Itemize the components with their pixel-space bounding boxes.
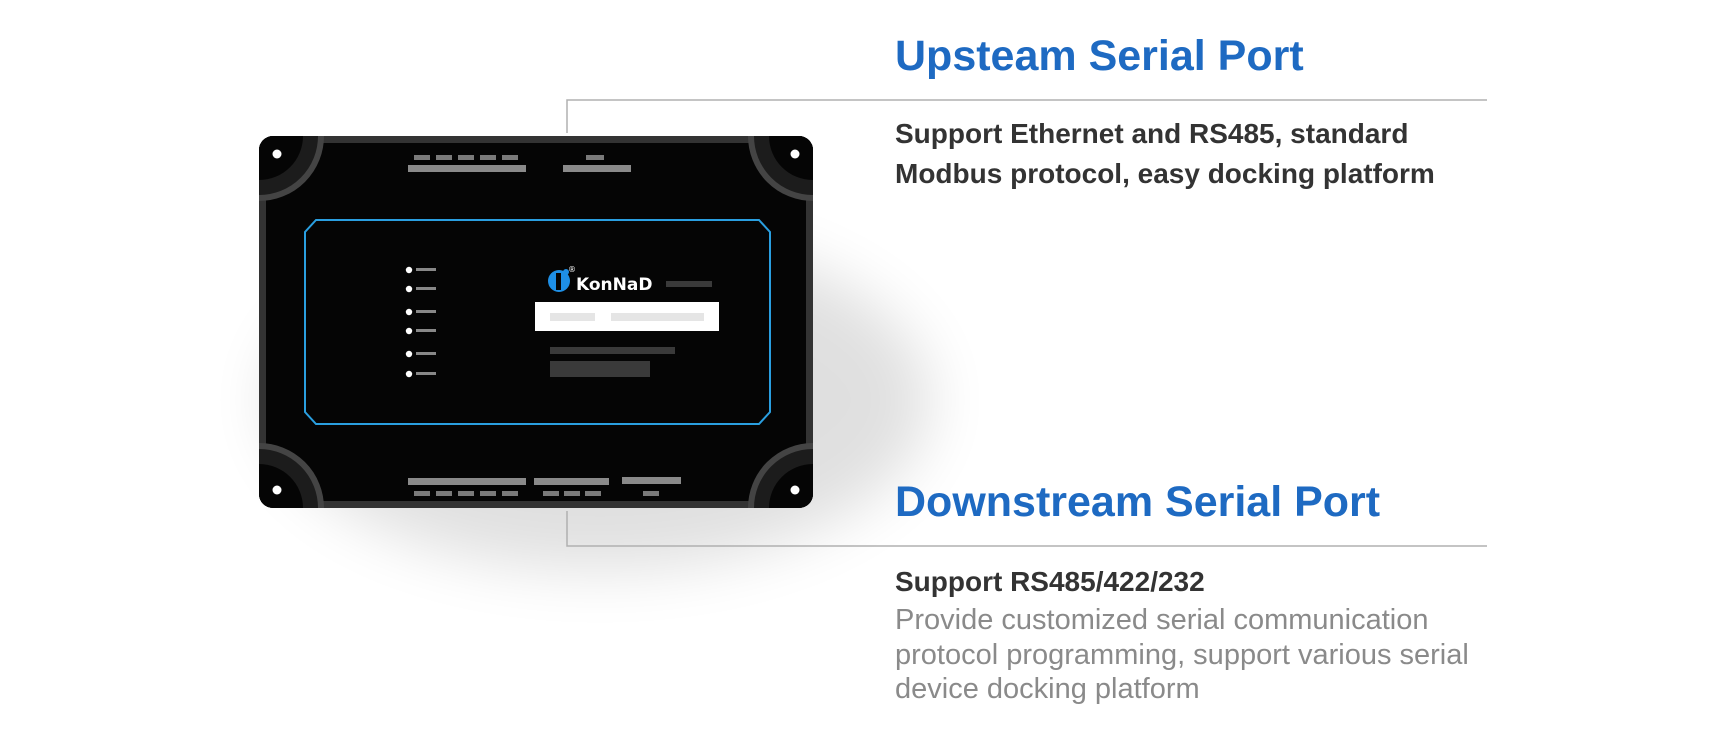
upstream-subtitle-line-1: Support Ethernet and RS485, standard [895, 118, 1409, 149]
downstream-title: Downstream Serial Port [895, 478, 1381, 526]
device-frame [259, 136, 813, 508]
screw-hole-icon [790, 485, 800, 495]
downstream-description-line-3: device docking platform [895, 673, 1200, 705]
downstream-description-line-1: Provide customized serial communication [895, 604, 1429, 636]
downstream-subtitle: Support RS485/422/232 [895, 566, 1205, 597]
screw-hole-icon [272, 149, 282, 159]
brand-registered-mark: ® [568, 265, 576, 274]
konnad-logo-icon [548, 269, 570, 292]
upstream-subtitle-line-2: Modbus protocol, easy docking platform [895, 158, 1435, 189]
top-terminals [408, 155, 631, 172]
downstream-leader-line [566, 511, 1487, 547]
front-panel-border [304, 219, 771, 425]
screw-hole-icon [790, 149, 800, 159]
bottom-terminals [408, 477, 681, 496]
screw-hole-icon [272, 485, 282, 495]
brand-name: KonNaD [576, 275, 652, 295]
downstream-description-line-2: protocol programming, support various se… [895, 639, 1469, 671]
upstream-leader-line [566, 99, 1487, 133]
led-indicators [405, 266, 436, 378]
upstream-title: Upsteam Serial Port [895, 32, 1304, 80]
